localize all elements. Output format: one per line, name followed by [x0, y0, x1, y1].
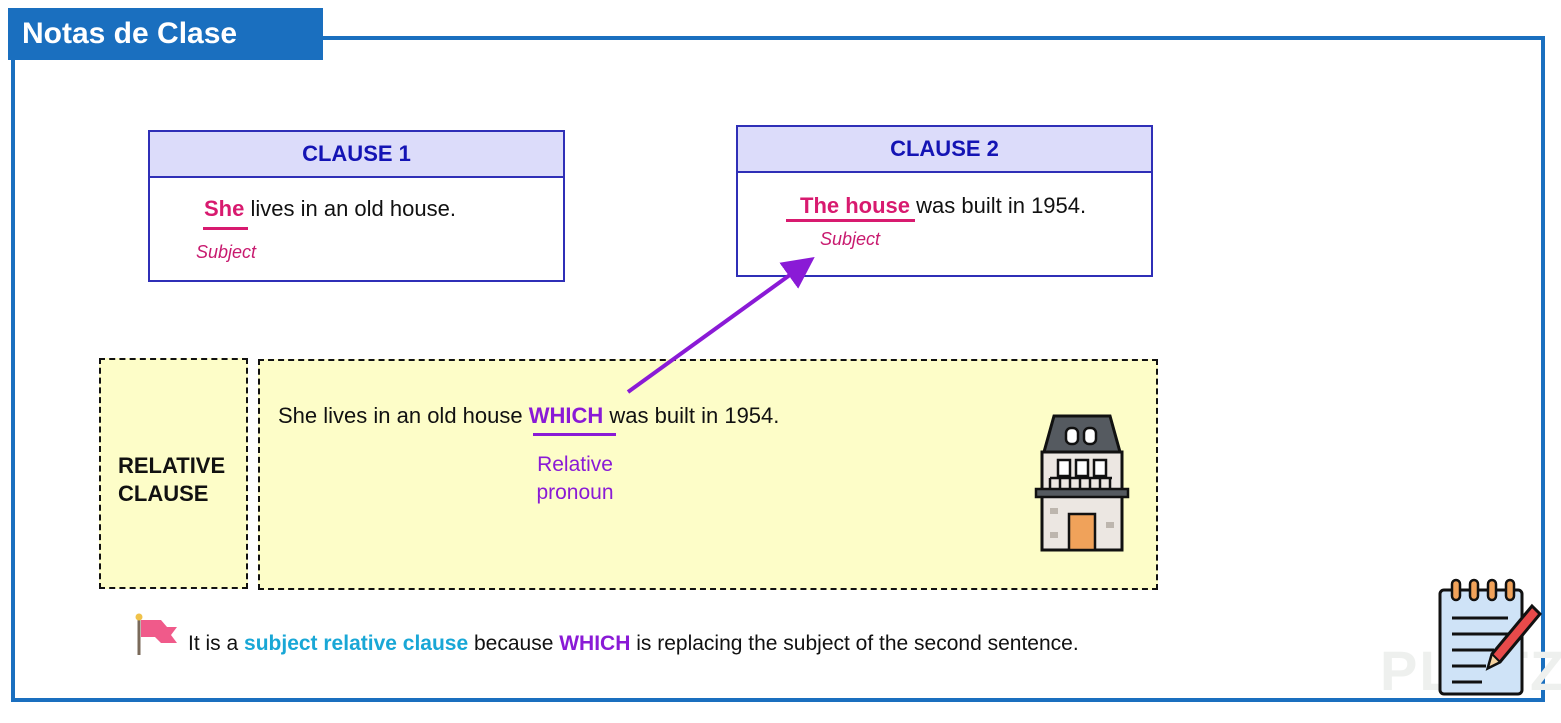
explanation-note: It is a subject relative clause because … [188, 632, 1079, 656]
relative-sentence-before: She lives in an old house [278, 403, 529, 428]
relative-pronoun-label: Relative pronoun [515, 451, 635, 507]
page-title: Notas de Clase [8, 8, 323, 60]
flag-icon [135, 613, 177, 655]
note-highlight-subject-relative-clause: subject relative clause [244, 632, 469, 655]
clause-2-subject-label: Subject [820, 229, 881, 249]
clause-2-subject-underline [786, 219, 915, 222]
clause-1-subject-underline [203, 227, 248, 230]
clause-1-heading: CLAUSE 1 [150, 132, 563, 178]
clause-2-box: CLAUSE 2 [736, 125, 1153, 277]
notepad-pencil-icon [1438, 578, 1543, 696]
relative-pronoun-label-line-1: Relative [537, 453, 613, 476]
clause-1-subject: She [204, 196, 245, 221]
relative-clause-label-box [99, 358, 248, 589]
clause-1-subject-label: Subject [196, 242, 257, 262]
note-highlight-which: WHICH [559, 632, 631, 655]
relative-pronoun-underline [533, 433, 616, 436]
relative-sentence-after: was built in 1954. [603, 403, 780, 428]
clause-2-sentence: The house was built in 1954. [800, 193, 1086, 219]
clause-1-sentence: She lives in an old house. [204, 196, 456, 222]
relative-label-line-1: RELATIVE [118, 453, 226, 478]
relative-pronoun: WHICH [528, 403, 604, 428]
house-icon [1034, 414, 1130, 552]
note-text-2: because [468, 632, 560, 655]
relative-pronoun-label-line-2: pronoun [536, 481, 614, 504]
clause-2-rest: was built in 1954. [910, 193, 1087, 218]
note-text-3: is replacing the subject of the second s… [630, 632, 1079, 655]
clause-2-heading: CLAUSE 2 [738, 127, 1151, 173]
clause-1-rest: lives in an old house. [244, 196, 456, 221]
relative-label-line-2: CLAUSE [118, 481, 209, 506]
relative-clause-box [258, 359, 1158, 590]
relative-clause-label: RELATIVE CLAUSE [118, 452, 225, 508]
relative-sentence: She lives in an old house WHICH was buil… [278, 403, 779, 429]
note-text-1: It is a [188, 632, 245, 655]
clause-1-box: CLAUSE 1 [148, 130, 565, 282]
clause-2-subject: The house [800, 193, 911, 218]
